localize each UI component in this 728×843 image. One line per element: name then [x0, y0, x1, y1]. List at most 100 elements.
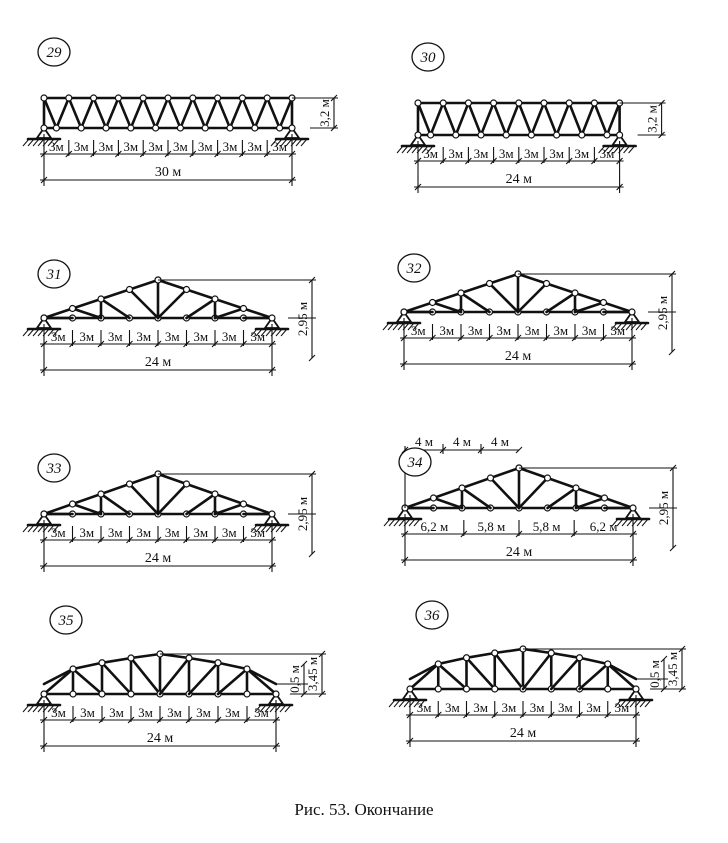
span-label: 3м	[254, 705, 269, 720]
diagonal	[436, 662, 468, 691]
truss-node	[40, 510, 48, 518]
truss-node	[458, 484, 466, 492]
truss-node	[491, 649, 499, 657]
dimension-tick	[300, 690, 308, 698]
dimension-tick	[318, 690, 326, 698]
diagonal	[92, 96, 108, 130]
truss-node	[486, 474, 495, 482]
total-span-label: 24 м	[506, 172, 533, 187]
diagonal	[129, 96, 145, 130]
truss-node	[543, 474, 552, 482]
support-hatch	[32, 704, 40, 713]
span-label: 3м	[165, 329, 180, 344]
truss-node	[239, 500, 248, 508]
truss-node	[102, 124, 110, 132]
dimension-tick	[308, 470, 316, 478]
support-hatch	[300, 138, 308, 147]
dimension-tick	[616, 183, 623, 191]
span-label: 3м	[222, 329, 237, 344]
truss-number-circle	[415, 600, 449, 630]
height-label: 3,2 м	[317, 99, 332, 127]
truss-node	[125, 480, 134, 488]
top-panel-label: 4 м	[415, 434, 433, 449]
end-diagonal	[606, 662, 638, 691]
support-hatch	[22, 704, 30, 713]
support-hatch	[413, 518, 421, 527]
support-hatch	[623, 145, 630, 154]
support-hatch	[259, 704, 267, 713]
dimension-tick	[628, 334, 636, 342]
dimension-tick	[288, 176, 296, 184]
dimension-tick	[300, 660, 308, 668]
support-hatch	[403, 699, 411, 708]
support-hatch	[421, 145, 429, 154]
dimension-tick	[40, 562, 48, 570]
support-hatch	[636, 518, 644, 527]
dimension-tick	[40, 176, 48, 184]
support-hatch	[426, 145, 434, 154]
dimension-tick	[629, 530, 637, 538]
diagonal	[71, 307, 103, 320]
truss-node	[462, 685, 471, 693]
span-label: 3м	[524, 146, 539, 161]
support-hatch	[285, 138, 293, 147]
truss-node	[428, 298, 437, 307]
support-hatch	[32, 138, 40, 147]
dimension-tick	[629, 556, 637, 564]
span-label: 3м	[417, 700, 432, 715]
dimension-tick	[400, 334, 408, 342]
support-hatch	[383, 518, 391, 527]
truss-node	[77, 124, 85, 132]
diagonal	[179, 96, 195, 130]
support-hatch	[613, 145, 620, 154]
support-hatch	[27, 138, 35, 147]
span-label: 3м	[610, 323, 625, 338]
diagonal	[517, 101, 533, 137]
truss-node	[127, 690, 135, 698]
diagonal	[67, 96, 83, 130]
diagonal	[479, 101, 495, 137]
dimension-tick	[660, 685, 668, 693]
truss-node	[243, 690, 251, 698]
dimension-tick	[678, 645, 686, 653]
truss-number: 31	[46, 267, 62, 283]
truss-node	[164, 94, 172, 102]
dimension-tick	[669, 544, 677, 552]
total-span-label: 24 м	[505, 349, 532, 364]
span-label: 3м	[223, 139, 238, 154]
span-label: 3м	[423, 146, 438, 161]
support-hatch	[413, 699, 421, 708]
truss-node	[414, 131, 422, 139]
support-hatch	[598, 145, 605, 154]
truss-node	[238, 94, 246, 102]
diagonal	[55, 96, 71, 130]
diagonal	[530, 101, 546, 137]
diagonal	[154, 96, 170, 130]
diagonal	[71, 667, 104, 696]
truss-node	[464, 99, 472, 107]
truss-number: 30	[420, 50, 437, 66]
span-label: 3м	[79, 525, 94, 540]
truss-number-circle	[37, 37, 71, 67]
truss-node	[152, 124, 160, 132]
span-label: 3м	[108, 329, 123, 344]
truss-node	[127, 654, 135, 662]
span-label: 3м	[250, 525, 265, 540]
support-hatch	[628, 145, 635, 154]
support-hatch	[644, 699, 652, 708]
support-hatch	[260, 328, 268, 337]
diagonal	[573, 301, 605, 314]
diagonal	[42, 96, 58, 130]
truss-node	[98, 659, 106, 667]
dimension-tick	[669, 464, 677, 472]
span-label: 3м	[468, 323, 483, 338]
diagonal	[228, 96, 244, 130]
truss-node	[201, 124, 209, 132]
support-hatch	[52, 704, 60, 713]
diagonal	[580, 101, 596, 137]
support-hatch	[619, 699, 627, 708]
span-label: 3м	[79, 329, 94, 344]
truss-number: 33	[46, 461, 62, 477]
